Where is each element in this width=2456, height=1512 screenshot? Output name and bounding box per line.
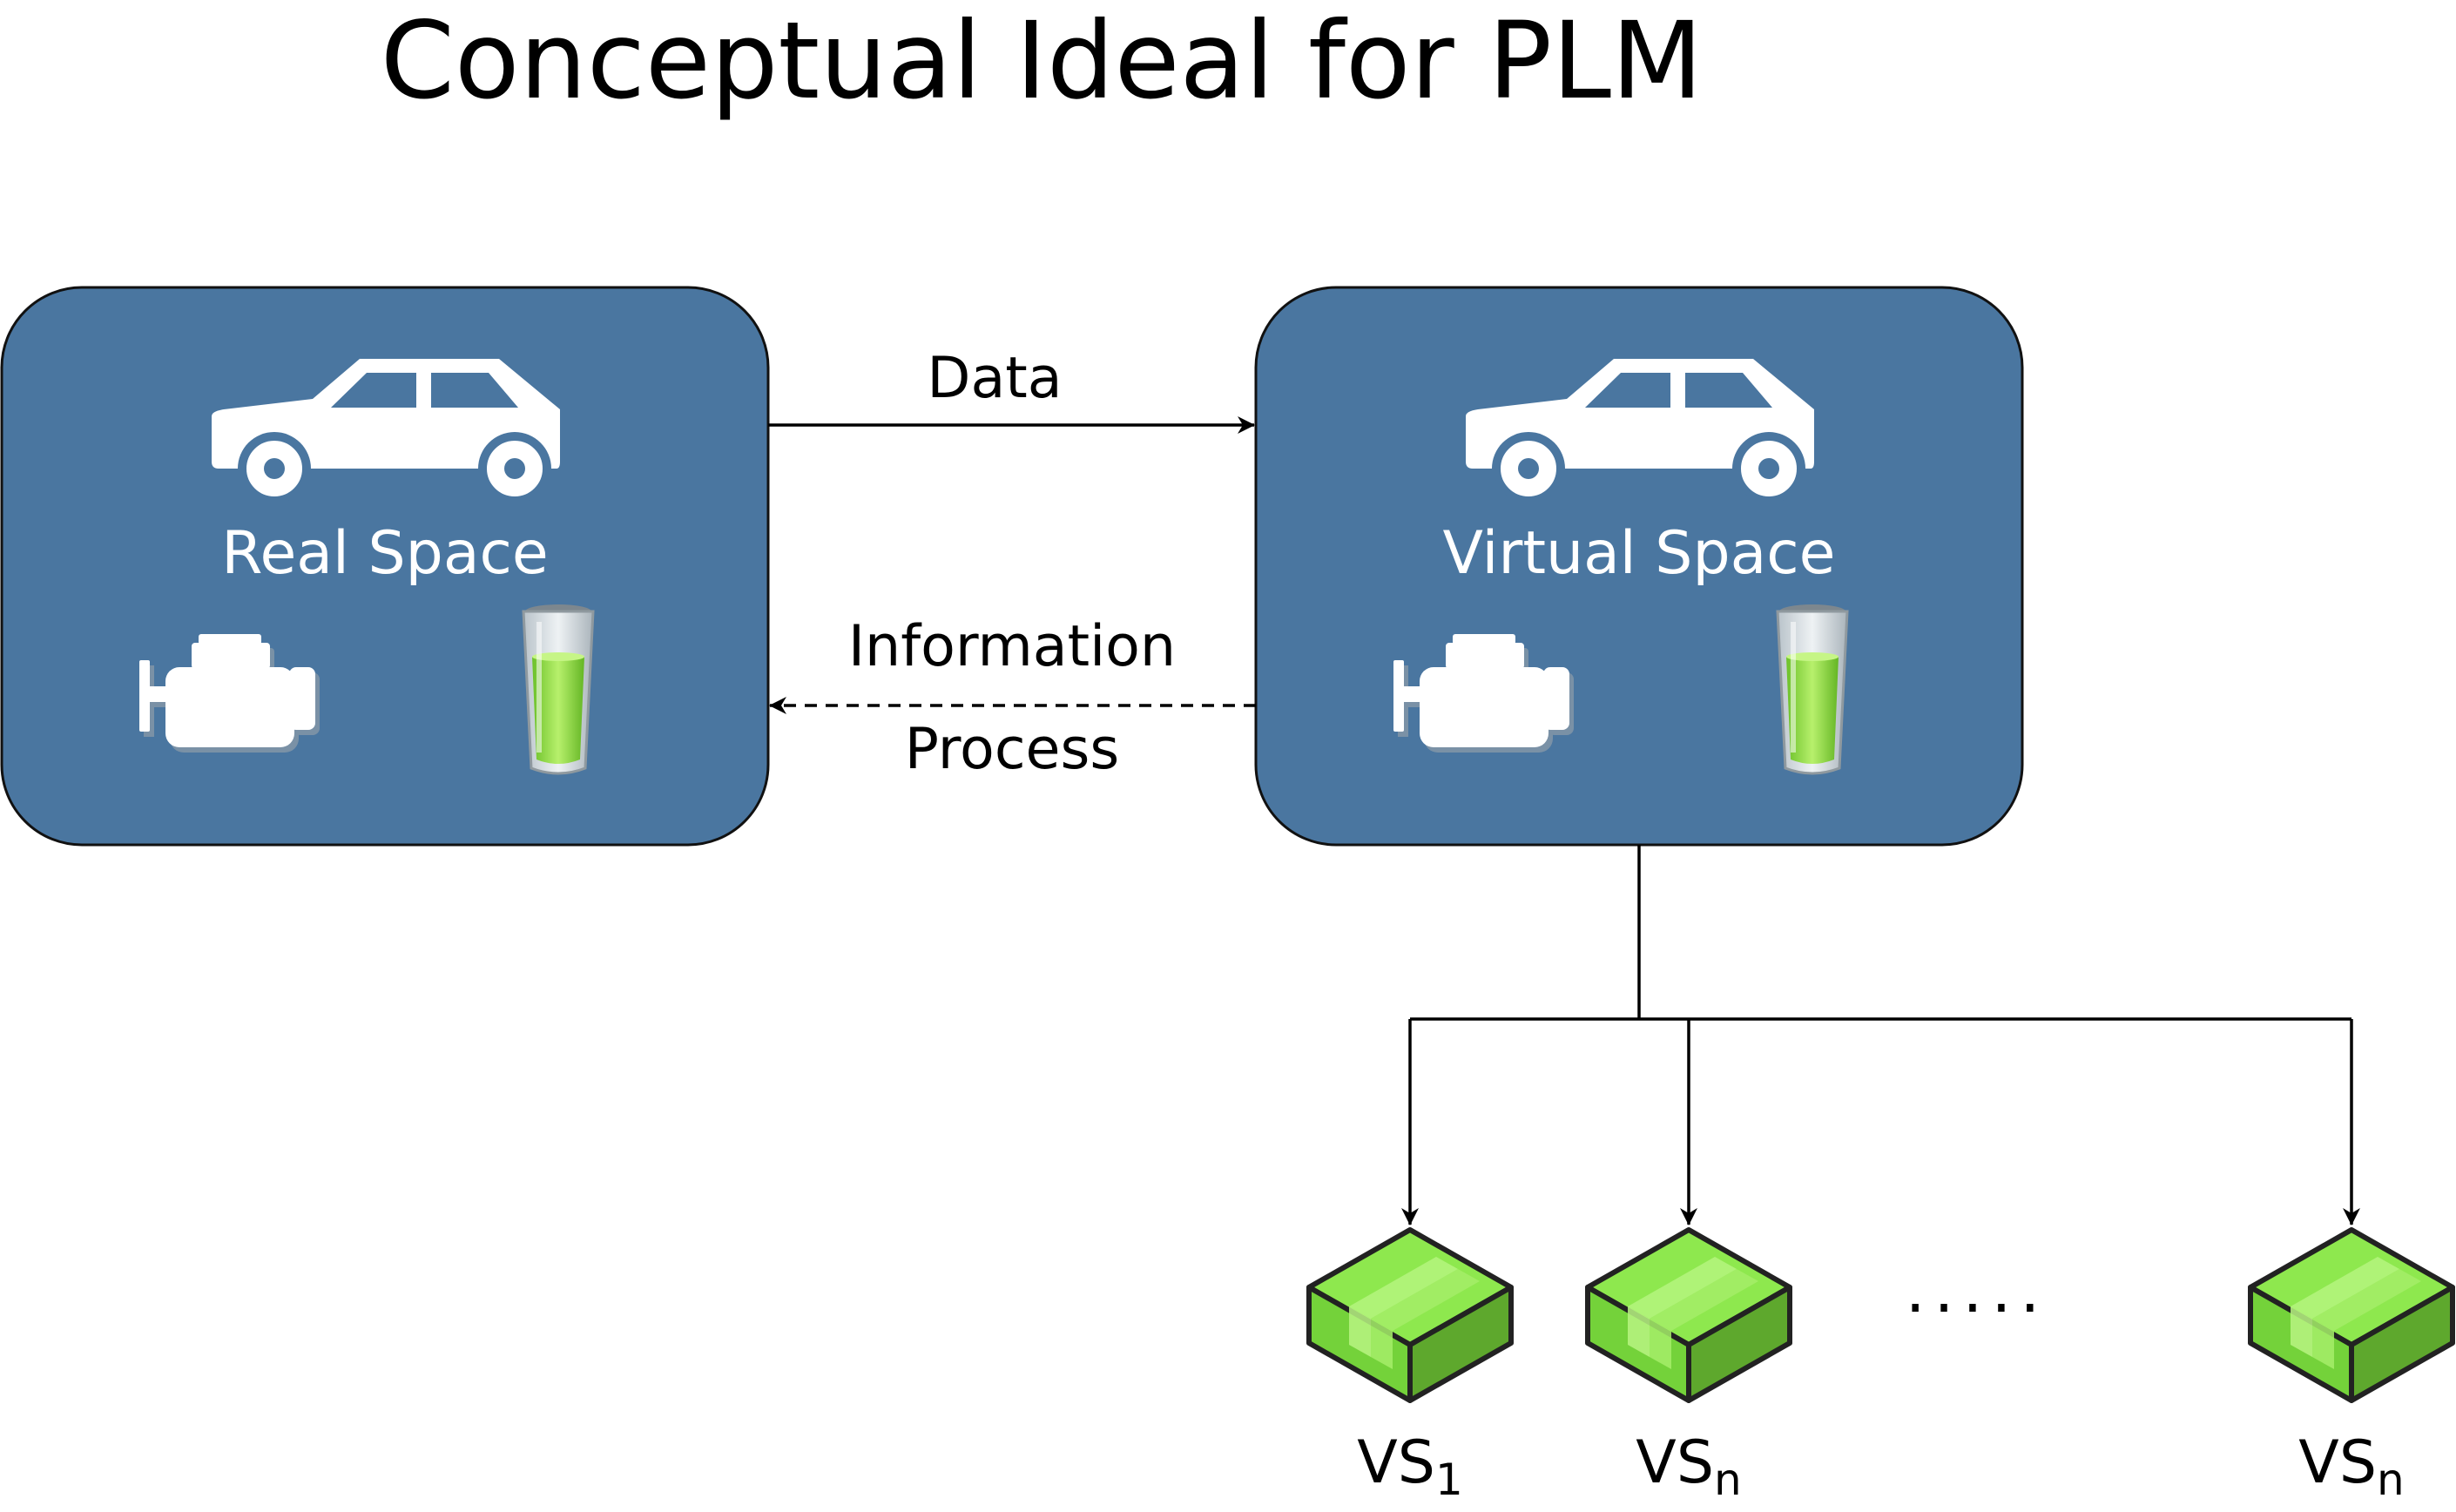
branch-connectors <box>1401 845 2360 1225</box>
vs-label-prefix: VS <box>1636 1428 1714 1497</box>
vs-label-prefix: VS <box>1357 1428 1435 1497</box>
vs-label-subscript: n <box>1714 1455 1742 1505</box>
vs-label-subscript: n <box>2377 1455 2405 1505</box>
virtual-space-label: Virtual Space <box>1442 519 1835 588</box>
page-title: Conceptual Ideal for PLM <box>381 0 1704 123</box>
vs-label-1: VS1 <box>1357 1428 1463 1505</box>
cube-icon <box>2250 1230 2453 1401</box>
vs-label-prefix: VS <box>2298 1428 2377 1497</box>
cube-icon <box>1309 1230 1511 1401</box>
process-label: Process <box>905 717 1120 782</box>
virtual-space-box: Virtual Space <box>1254 286 2024 847</box>
battery-glass-icon <box>1776 603 1849 775</box>
data-label: Data <box>927 346 1062 411</box>
information-label: Information <box>848 614 1176 679</box>
ellipsis: ..... <box>1906 1253 2048 1326</box>
battery-glass-icon <box>522 603 595 775</box>
real-space-label: Real Space <box>221 519 548 588</box>
vs-label-subscript: 1 <box>1435 1455 1463 1505</box>
cube-icon <box>1588 1230 1790 1401</box>
vs-label-2: VSn <box>1636 1428 1741 1505</box>
vs-label-3: VSn <box>2298 1428 2404 1505</box>
real-space-box: Real Space <box>0 286 770 847</box>
